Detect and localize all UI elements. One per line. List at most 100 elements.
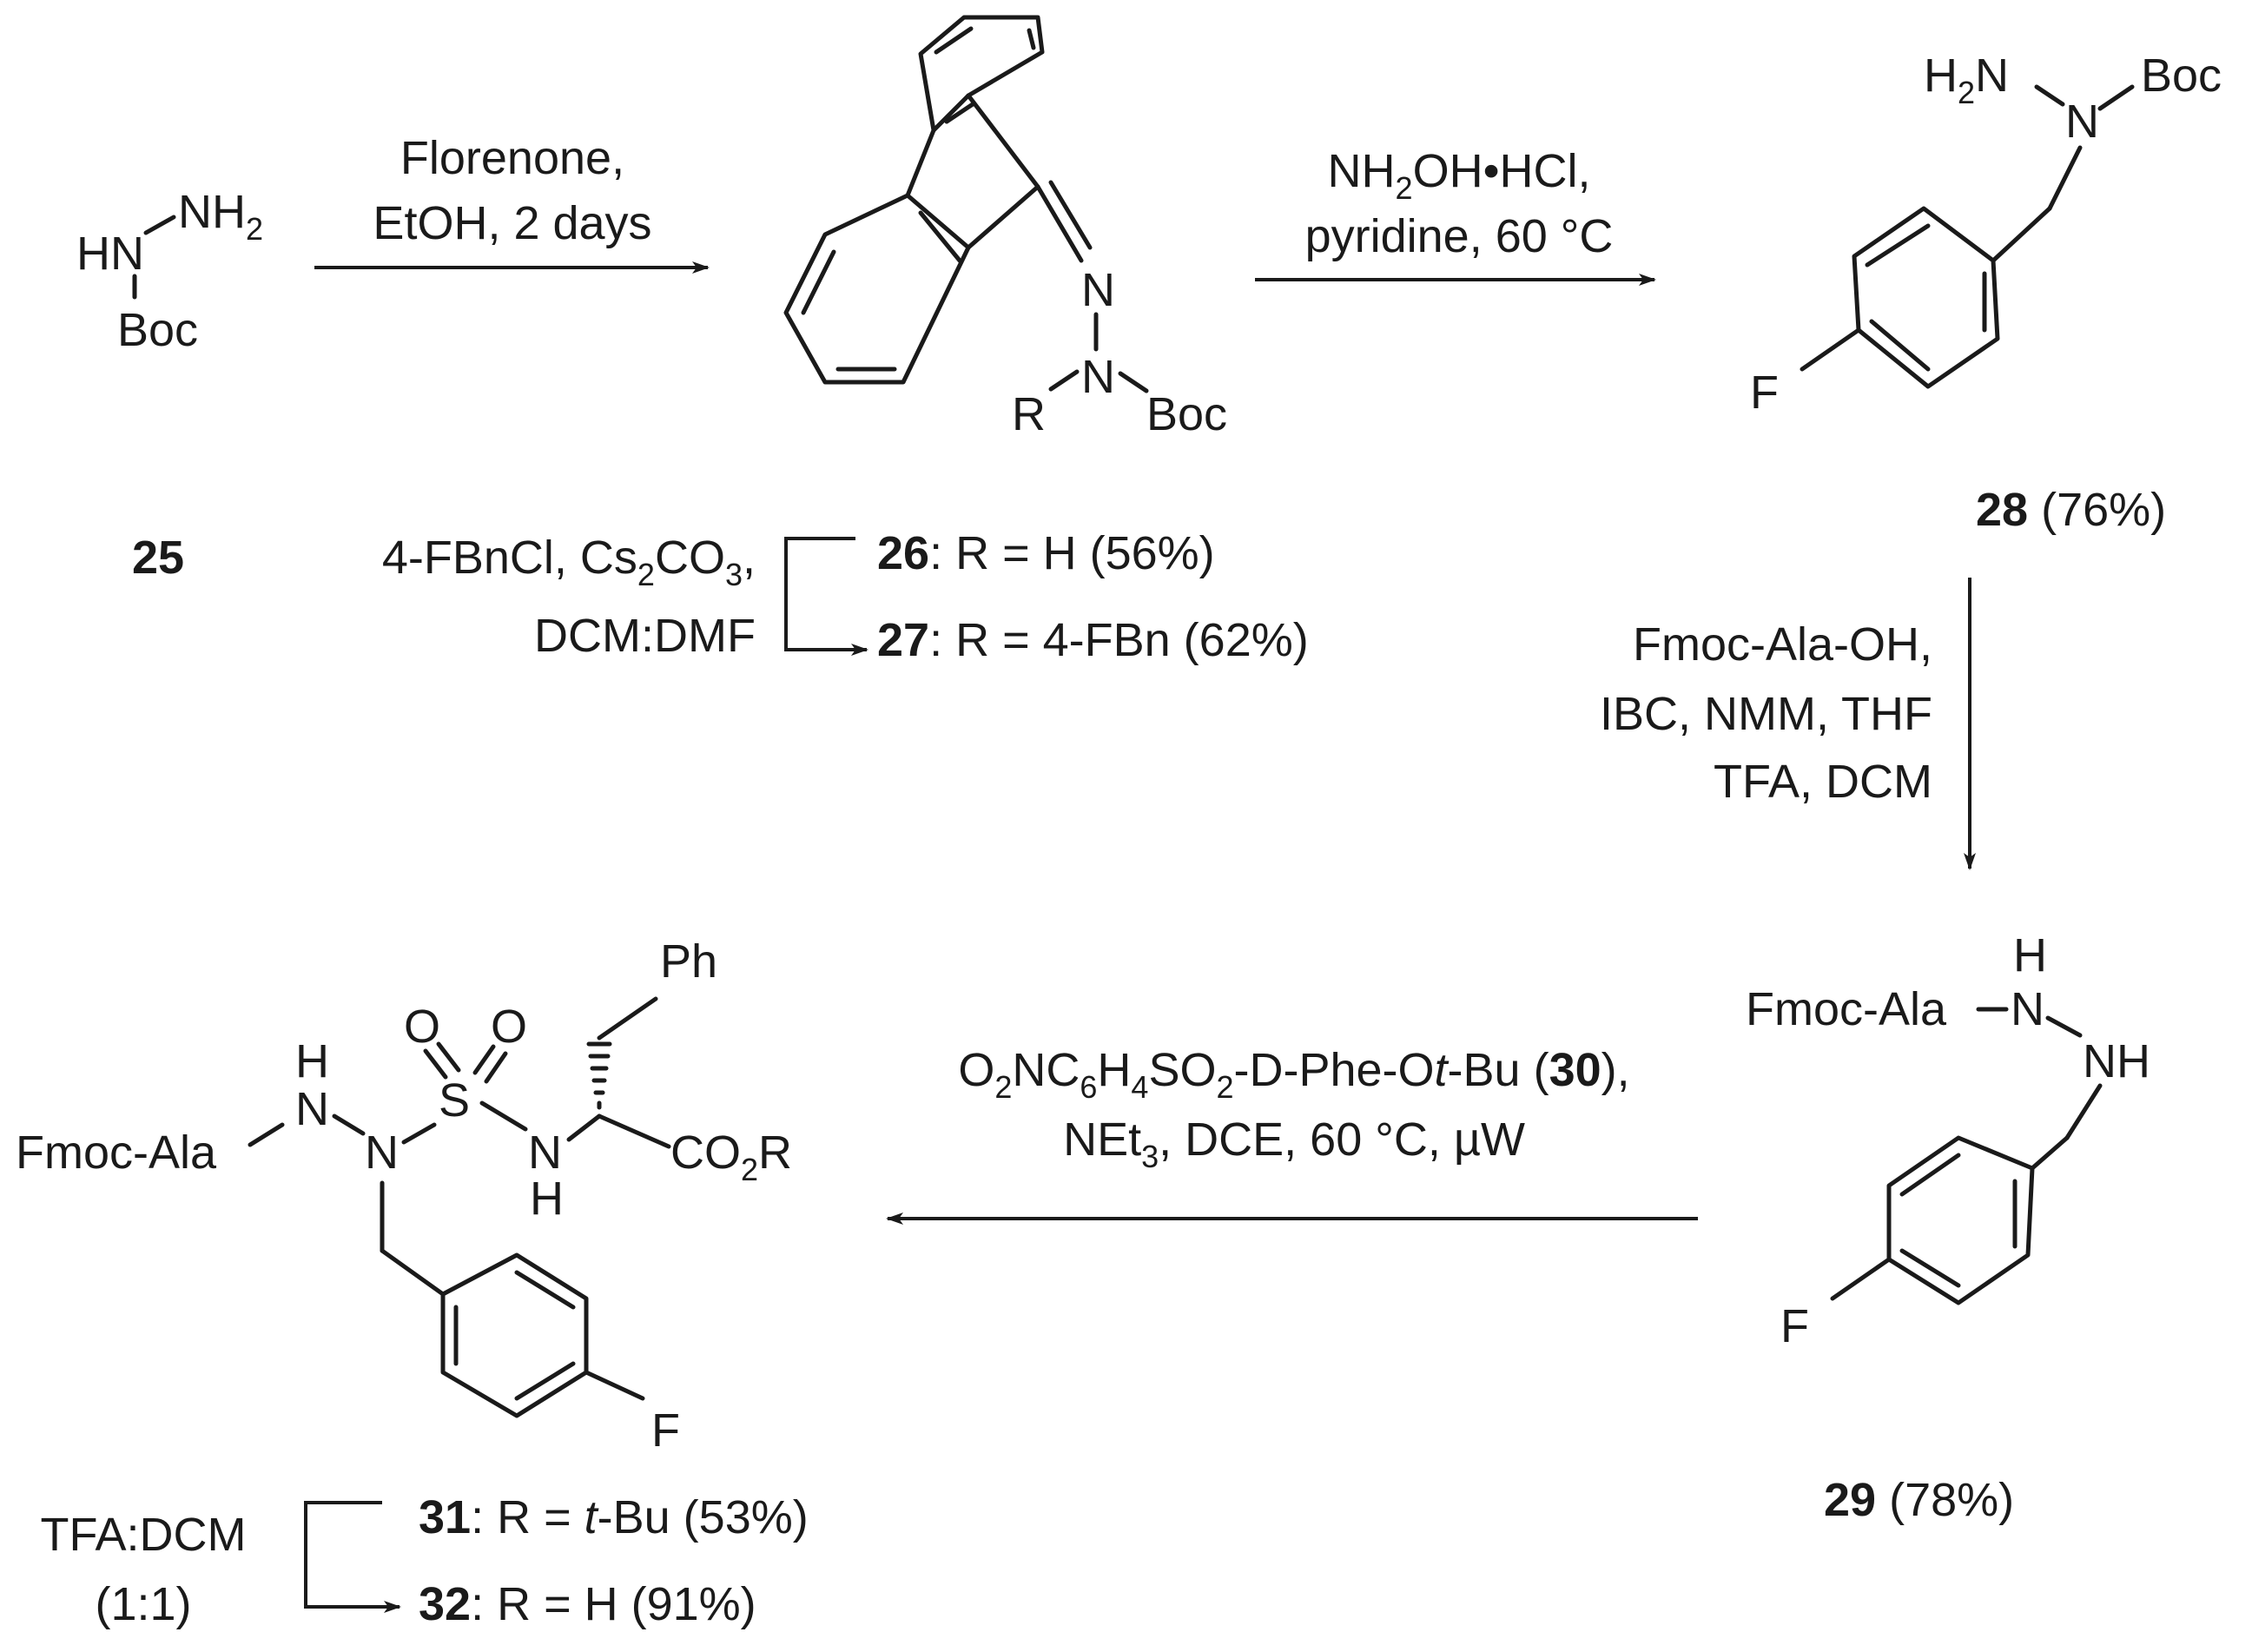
imine-n-label: N [1081, 264, 1115, 316]
sulfonylation-reagents: O2NC6H4SO2-D-Phe-Ot-Bu (30), NEt3, DCE, … [958, 1044, 1629, 1174]
o-atom-label: O [404, 1001, 440, 1053]
f-atom-label: F [1750, 367, 1779, 419]
n-n-bond [2045, 1015, 2083, 1038]
bottom-benzene-ring [783, 193, 971, 385]
coupling-reagents: Fmoc-Ala-OH, IBC, NMM, THF TFA, DCM [1600, 618, 1932, 808]
o-atom-label: O [491, 1001, 527, 1053]
compound-25-number: 25 [132, 532, 184, 584]
sulfonylation-line2: NEt3, DCE, 60 °C, µW [1063, 1113, 1525, 1174]
c-n-double-bond [1048, 180, 1093, 250]
f-atom-label: F [651, 1404, 680, 1457]
n-n-bond [143, 215, 176, 235]
f-atom-label: F [1780, 1300, 1809, 1352]
c-f-bond [1800, 327, 1861, 372]
fmoc-ala-label: Fmoc-Ala [1746, 983, 1947, 1035]
double-bond [944, 102, 975, 124]
h-atom-label: H [295, 1035, 329, 1087]
compound-31-label: 31: R = t-Bu (53%) [419, 1491, 809, 1543]
nh2-atom-label: NH2 [178, 186, 263, 247]
step2-reagents: NH2OH•HCl, pyridine, 60 °C [1305, 145, 1614, 262]
deprotect-arrow [304, 1501, 401, 1613]
alkylation-line2: DCM:DMF [534, 610, 756, 662]
h2n-atom-label: H2N [1924, 50, 2009, 110]
double-bond [1869, 319, 1931, 372]
double-bond [801, 249, 836, 315]
coupling-line3: TFA, DCM [1714, 756, 1932, 808]
ch2-ph-bond [597, 996, 658, 1041]
fluorophenyl-ring [440, 1252, 589, 1418]
step1-line2: EtOH, 2 days [373, 197, 651, 249]
compound-26-label: 26: R = H (56%) [877, 527, 1215, 579]
fluorophenyl-ring [1886, 1135, 2035, 1305]
double-bond [918, 210, 962, 263]
ch2-ring-bond [1991, 206, 2052, 263]
alkylation-arrow [784, 537, 868, 656]
deprotect-line1: TFA:DCM [41, 1509, 247, 1561]
compound-31-32-structure: Fmoc-Ala H N N S O O N H Ph CO2R [16, 935, 792, 1457]
n-ch2-bond [2047, 145, 2083, 211]
c-n-double-bond [1035, 184, 1084, 263]
n-s-bond [401, 1122, 437, 1145]
compound-25-structure: HN NH2 Boc [76, 186, 263, 356]
double-bond [514, 1270, 576, 1310]
nh-n-label: N [528, 1127, 562, 1179]
s-o-double-bond [484, 1051, 508, 1084]
compound-29-label: 29 (78%) [1824, 1474, 2014, 1526]
step2-line2: pyridine, 60 °C [1305, 210, 1614, 262]
step1-reagents: Florenone, EtOH, 2 days [373, 132, 651, 249]
ph-label: Ph [660, 935, 717, 988]
c-f-bond [584, 1370, 645, 1401]
ch2-ring-bond [380, 1248, 446, 1297]
s-atom-label: S [439, 1074, 470, 1127]
coupling-line2: IBC, NMM, THF [1600, 688, 1932, 740]
compound-29-structure: Fmoc-Ala H N NH F [1746, 929, 2150, 1352]
fluorophenyl-ring [1852, 206, 2000, 389]
n-atom-label: N [2065, 96, 2099, 148]
double-bond [934, 26, 974, 55]
n-n-bond [332, 1113, 366, 1136]
step2-line1: NH2OH•HCl, [1328, 145, 1591, 206]
compound-26-27-structure: N N R Boc [783, 15, 1227, 440]
alkylation-line1: 4-FBnCl, Cs2CO3, [382, 532, 756, 592]
coupling-line1: Fmoc-Ala-OH, [1633, 618, 1932, 671]
n-n-bond [2034, 84, 2065, 107]
five-ring-bond [966, 93, 1040, 189]
double-bond [1027, 28, 1036, 50]
hn-atom-label: HN [76, 228, 144, 280]
n-atom-label: N [295, 1083, 329, 1135]
double-bond [1865, 223, 1931, 268]
n-atom-label: N [365, 1127, 399, 1179]
nh-atom-label: NH [2083, 1035, 2150, 1087]
n-r-bond [1048, 369, 1080, 392]
nh-h-label: H [530, 1173, 564, 1225]
hydrazide-n-label: N [1081, 351, 1115, 403]
s-o-double-bond [423, 1048, 448, 1080]
compound-28-label: 28 (76%) [1976, 484, 2166, 536]
n-boc-bond [2097, 84, 2135, 111]
fmoc-ala-label: Fmoc-Ala [16, 1127, 217, 1179]
boc-label: Boc [2141, 50, 2222, 102]
compound-32-label: 32: R = H (91%) [419, 1578, 756, 1630]
ch2-ring-bond [2030, 1135, 2070, 1171]
five-ring-bond [966, 184, 1040, 250]
n-atom-label: N [2011, 983, 2044, 1035]
calpha-co-bond [597, 1113, 671, 1149]
sulfonylation-line1: O2NC6H4SO2-D-Phe-Ot-Bu (30), [958, 1044, 1629, 1105]
five-ring-bond [905, 128, 936, 198]
deprotect-line2: (1:1) [95, 1578, 191, 1630]
co2r-label: CO2R [670, 1127, 792, 1187]
ala-n-bond [248, 1122, 285, 1147]
compound-27-label: 27: R = 4-FBn (62%) [877, 614, 1309, 666]
double-bond [514, 1361, 576, 1401]
compound-28-structure: H2N N Boc F [1750, 50, 2222, 419]
double-bond [1899, 1153, 1961, 1197]
boc-label: Boc [117, 304, 198, 356]
double-bond [1899, 1248, 1961, 1288]
n-boc-bond [1118, 371, 1149, 393]
r-label: R [1012, 388, 1046, 440]
boc-label: Boc [1146, 388, 1227, 440]
s-o-double-bond [436, 1041, 461, 1073]
s-n-bond [479, 1100, 528, 1132]
n-calpha-bond [566, 1113, 602, 1142]
